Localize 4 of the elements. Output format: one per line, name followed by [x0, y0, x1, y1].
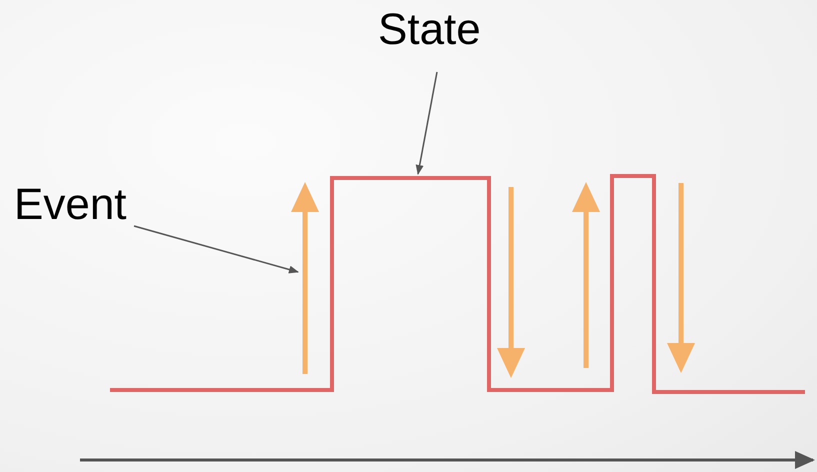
annotation-label: State — [378, 8, 496, 72]
leader-line — [134, 225, 299, 274]
leader-line — [416, 72, 438, 175]
annotation-label: Event — [14, 183, 134, 229]
